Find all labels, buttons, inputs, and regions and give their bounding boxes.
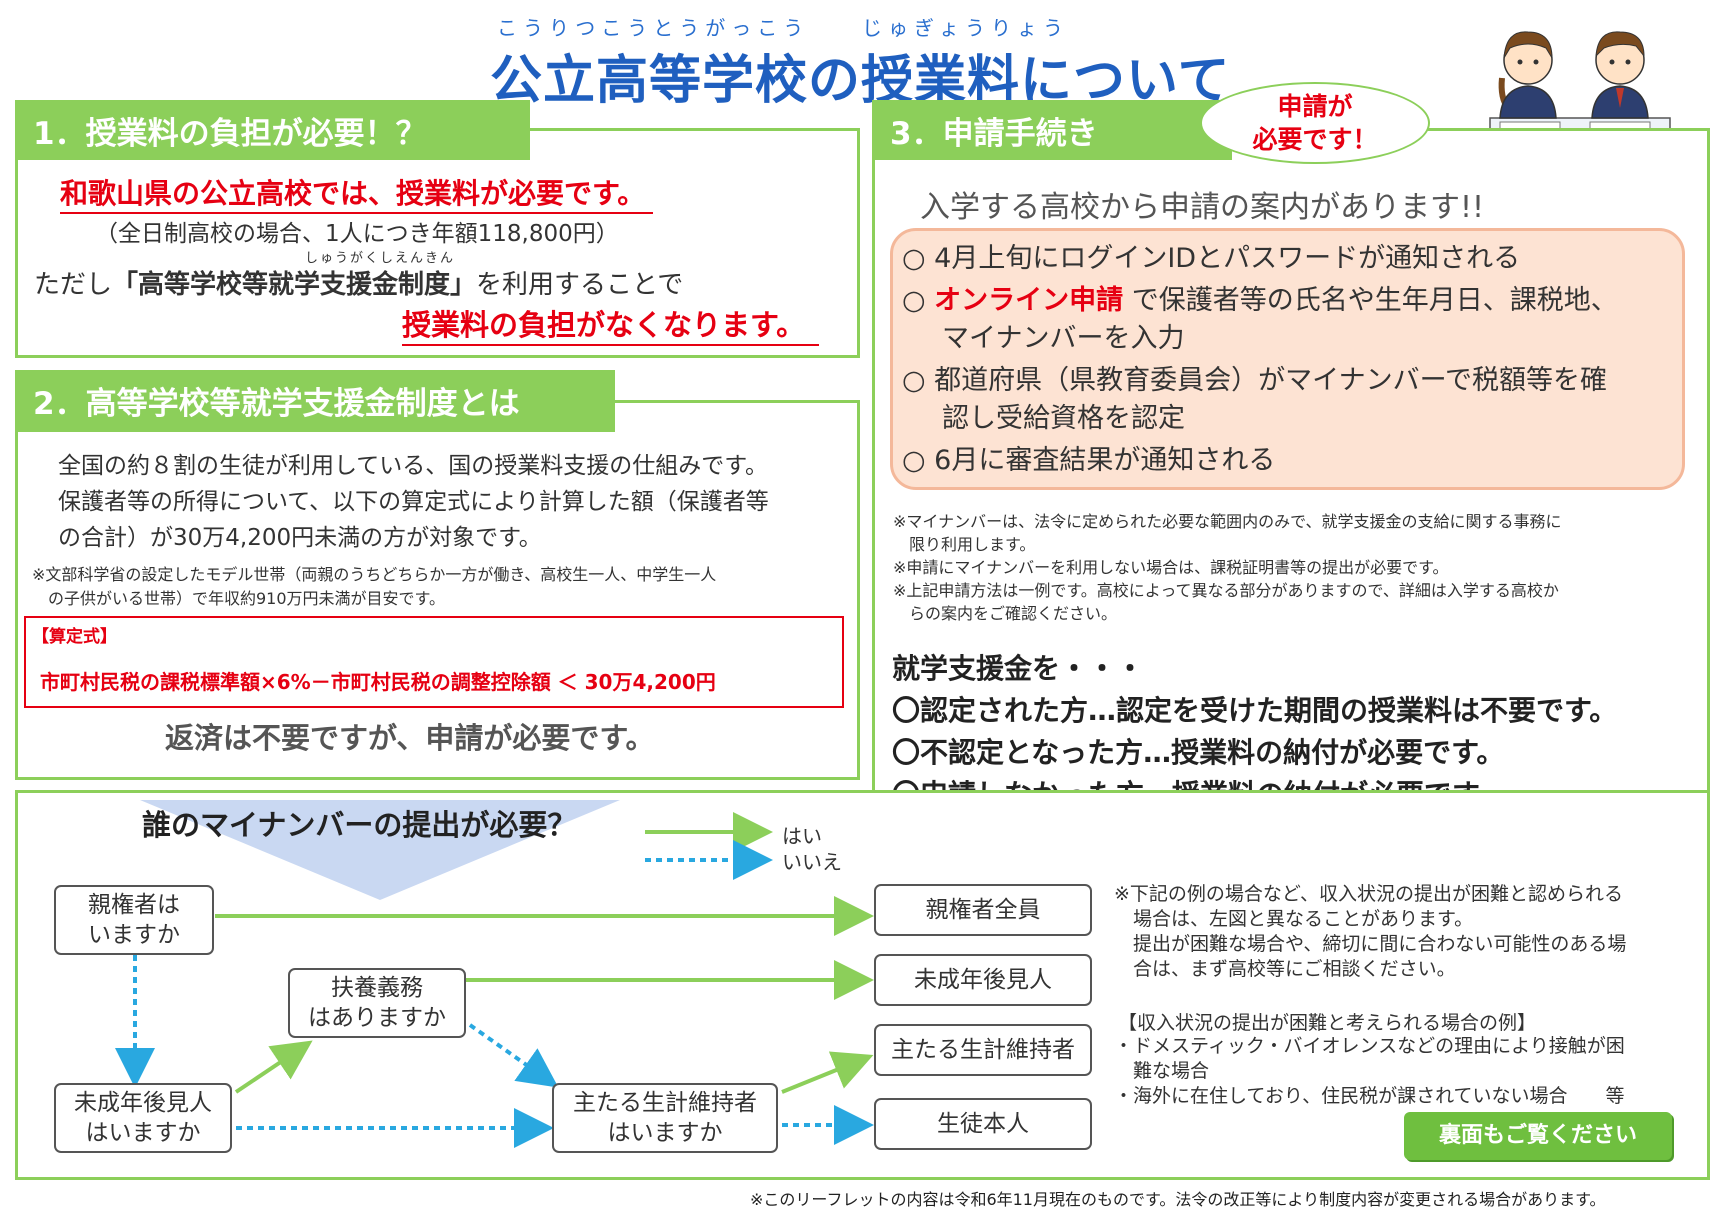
section2-paragraph: 全国の約８割の生徒が利用している、国の授業料支援の仕組みです。 保護者等の所得に…: [58, 448, 769, 556]
footer-note: ※このリーフレットの内容は令和6年11月現在のものです。法令の改正等により制度内…: [750, 1190, 1606, 1209]
question-line: 主たる生計維持者: [573, 1090, 757, 1116]
formula-label: 【算定式】: [32, 627, 117, 647]
title-ruby-left: こうりつこうとうがっこう: [497, 16, 810, 40]
section2-note-line: ※文部科学省の設定したモデル世帯（両親のうちどちらか一方が働き、高校生一人、中学…: [32, 565, 717, 584]
question-parental: 親権者はいますか: [54, 885, 214, 955]
section3-note-line: ※申請にマイナンバーを利用しない場合は、課税証明書等の提出が必要です。: [893, 558, 1449, 577]
title-ruby-right: じゅぎょうりょう: [862, 16, 1069, 40]
question-support-duty: 扶養義務はありますか: [288, 968, 466, 1038]
step-item-online: ○ オンライン申請 で保護者等の氏名や生年月日、課税地、: [902, 282, 1618, 320]
flow-side-notes: ※下記の例の場合など、収入状況の提出が困難と認められる 場合は、左図と異なること…: [1114, 882, 1626, 982]
example-line: 難な場合: [1114, 1060, 1210, 1082]
section1-line4: 授業料の負担がなくなります。: [402, 302, 820, 346]
step-item: ○ 都道府県（県教育委員会）がマイナンバーで税額等を確: [902, 365, 1607, 396]
formula-text: 市町村民税の課税標準額×6%－市町村民税の調整控除額 ＜ 30万4,200円: [40, 670, 716, 694]
question-main-earner: 主たる生計維持者はいますか: [552, 1083, 778, 1153]
online-prefix: ○: [902, 285, 935, 316]
section2-closing: 返済は不要ですが、申請が必要です。: [165, 721, 655, 755]
step-item-cont: で保護者等の氏名や生年月日、課税地、: [1131, 285, 1618, 316]
step-item-cont: マイナンバーを入力: [942, 323, 1185, 354]
section1-line3: ただし「高等学校等就学支援金制度」を利用することで: [34, 264, 683, 301]
arrow-main-yes: [781, 1051, 874, 1094]
question-line: 親権者は: [88, 892, 180, 918]
question-line: 未成年後見人: [74, 1090, 212, 1116]
summary-line: 就学支援金を・・・: [892, 652, 1145, 685]
section1-line3-post: を利用することで: [476, 270, 684, 300]
section1-line3-pre: ただし: [34, 270, 113, 300]
result-main-earner: 主たる生計維持者: [874, 1024, 1092, 1076]
side-note-line: 場合は、左図と異なることがあります。: [1114, 908, 1474, 930]
step-item: ○ 4月上旬にログインIDとパスワードが通知される: [902, 243, 1521, 274]
section2-note-line: の子供がいる世帯）で年収約910万円未満が目安です。: [32, 589, 445, 608]
question-line: はいますか: [607, 1120, 723, 1146]
examples-title: 【収入状況の提出が困難と考えられる場合の例】: [1118, 1012, 1537, 1034]
result-label: 親権者全員: [925, 897, 1041, 923]
online-application: オンライン申請: [934, 285, 1124, 316]
steps-list: ○ 4月上旬にログインIDとパスワードが通知される ○ オンライン申請 で保護者…: [902, 240, 1618, 480]
section3-notes: ※マイナンバーは、法令に定められた必要な範囲内のみで、就学支援金の支給に関する事…: [893, 510, 1561, 625]
arrow-support-no: [468, 1023, 559, 1088]
step-item-cont: 認し受給資格を認定: [942, 403, 1185, 434]
section1-line1: 和歌山県の公立高校では、授業料が必要です。: [60, 172, 654, 214]
result-label: 未成年後見人: [914, 967, 1052, 993]
legend-no-label: いいえ: [782, 850, 842, 874]
example-line: ・ドメスティック・バイオレンスなどの理由により接触が困: [1114, 1035, 1625, 1057]
step-item: ○ 6月に審査結果が通知される: [902, 445, 1276, 476]
legend-yes-label: はい: [782, 824, 822, 848]
result-label: 主たる生計維持者: [891, 1037, 1075, 1063]
see-back-button[interactable]: 裏面もご覧ください: [1404, 1112, 1672, 1160]
result-guardian: 未成年後見人: [874, 954, 1092, 1006]
section1-box: [15, 128, 860, 358]
bubble-line: 申請が: [1277, 92, 1353, 121]
summary-line: 〇不認定となった方…授業料の納付が必要です。: [892, 736, 1505, 769]
section2-note: ※文部科学省の設定したモデル世帯（両親のうちどちらか一方が働き、高校生一人、中学…: [32, 563, 716, 611]
examples-list: ・ドメスティック・バイオレンスなどの理由により接触が困 難な場合 ・海外に在住し…: [1114, 1034, 1625, 1109]
flow-title: 誰のマイナンバーの提出が必要？: [142, 808, 577, 842]
question-guardian: 未成年後見人はいますか: [54, 1083, 232, 1153]
formula-box: [24, 616, 844, 708]
section1-heading: 1．授業料の負担が必要！？: [15, 100, 530, 160]
section2-para-line: 保護者等の所得について、以下の算定式により計算した額（保護者等: [58, 489, 769, 515]
example-line: ・海外に在住しており、住民税が課されていない場合 等: [1114, 1085, 1625, 1107]
steps-box: [890, 228, 1685, 490]
question-line: 扶養義務: [331, 975, 423, 1001]
section2-heading: 2．高等学校等就学支援金制度とは: [15, 370, 615, 432]
funnel-shape: [140, 800, 620, 900]
section3-intro: 入学する高校から申請の案内があります!!: [920, 190, 1485, 225]
section2-para-line: の合計）が30万4,200円未満の方が対象です。: [58, 525, 542, 551]
question-line: はありますか: [308, 1005, 446, 1031]
section1-line2: （全日制高校の場合、1人につき年額118,800円）: [95, 221, 619, 247]
section1-ruby: しゅうがくしえんきん: [305, 251, 456, 266]
result-student: 生徒本人: [874, 1098, 1092, 1150]
section2-para-line: 全国の約８割の生徒が利用している、国の授業料支援の仕組みです。: [58, 453, 769, 479]
side-note-line: 合は、まず高校等にご相談ください。: [1114, 958, 1456, 980]
result-label: 生徒本人: [937, 1111, 1029, 1137]
section3-note-line: らの案内をご確認ください。: [893, 604, 1118, 623]
side-note-line: 提出が困難な場合や、締切に間に合わない可能性のある場: [1114, 933, 1627, 955]
section3-note-line: ※マイナンバーは、法令に定められた必要な範囲内のみで、就学支援金の支給に関する事…: [893, 512, 1562, 531]
section1-line3-bold: 「高等学校等就学支援金制度」: [112, 270, 477, 300]
section3-note-line: 限り利用します。: [893, 535, 1036, 554]
section3-heading: 3．申請手続き: [872, 100, 1232, 160]
side-note-line: ※下記の例の場合など、収入状況の提出が困難と認められる: [1114, 883, 1623, 905]
arrow-guardian-yes: [234, 1040, 313, 1094]
section3-note-line: ※上記申請方法は一例です。高校によって異なる部分がありますので、詳細は入学する高…: [893, 581, 1559, 600]
summary-line: 〇認定された方…認定を受けた期間の授業料は不要です。: [892, 694, 1618, 727]
bubble-line: 必要です！: [1252, 125, 1378, 154]
result-parental-all: 親権者全員: [874, 884, 1092, 936]
question-line: いますか: [88, 922, 180, 948]
question-line: はいますか: [85, 1120, 201, 1146]
callout-bubble: 申請が 必要です！: [1200, 82, 1430, 164]
